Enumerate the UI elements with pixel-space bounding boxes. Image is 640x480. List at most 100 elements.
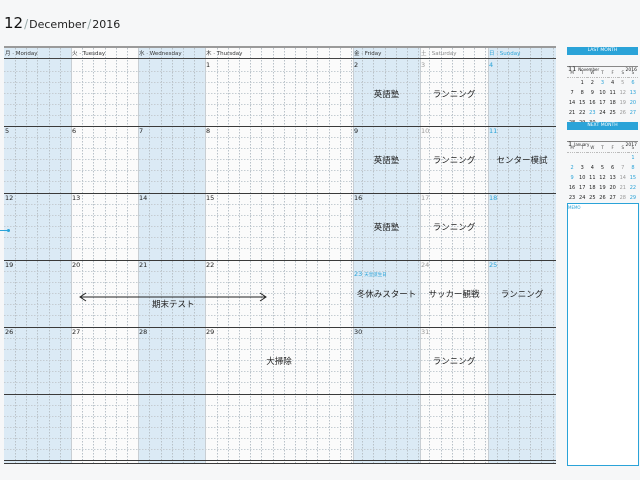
grid-dotted-vline: [351, 48, 352, 464]
day-cell[interactable]: 14: [138, 193, 205, 260]
day-cell[interactable]: 17: [420, 193, 488, 260]
mini-weekday: S: [627, 68, 638, 78]
day-cell[interactable]: 5: [4, 126, 71, 193]
event-label: ランニング: [432, 223, 476, 233]
grid-dotted-hline: [4, 449, 556, 450]
day-cell[interactable]: 1: [205, 60, 353, 127]
day-cell[interactable]: [71, 60, 138, 127]
day-cell[interactable]: 31: [420, 327, 488, 394]
day-cell[interactable]: [4, 394, 71, 461]
header-separator: /: [24, 17, 29, 31]
mini-day: 23: [568, 195, 576, 201]
day-cell[interactable]: 30: [353, 327, 420, 394]
memo-box[interactable]: [567, 203, 639, 466]
grid-dotted-hline: [4, 204, 556, 205]
grid-dotted-vline: [373, 48, 374, 464]
day-cell[interactable]: 10: [420, 126, 488, 193]
header-separator: /: [87, 17, 92, 31]
day-cell[interactable]: 4: [488, 60, 556, 127]
grid-dotted-hline: [4, 226, 556, 227]
mini-day: [567, 78, 577, 89]
day-cell[interactable]: [4, 60, 71, 127]
mini-day: 14: [568, 100, 576, 106]
mini-day: 2: [570, 165, 574, 171]
mini-day: 13: [609, 175, 616, 181]
grid-dotted-vline: [463, 48, 464, 464]
grid-dotted-vline: [306, 48, 307, 464]
mini-day: 14: [619, 175, 626, 181]
day-cell[interactable]: [488, 394, 556, 461]
day-number: 5: [5, 127, 10, 135]
mini-weekday: F: [607, 68, 618, 78]
day-cell[interactable]: [138, 60, 205, 127]
day-cell[interactable]: 28: [138, 327, 205, 394]
day-cell[interactable]: 25: [488, 260, 556, 327]
event-label: 英語塾: [373, 223, 400, 233]
grid-dotted-vline: [26, 48, 27, 464]
day-cell[interactable]: 9: [353, 126, 420, 193]
grid-dotted-hline: [4, 282, 556, 283]
day-cell[interactable]: 21: [138, 260, 205, 327]
day-cell[interactable]: 8: [205, 126, 353, 193]
day-cell[interactable]: 24: [420, 260, 488, 327]
grid-dotted-vline: [407, 48, 408, 464]
grid-dotted-hline: [4, 115, 556, 116]
mini-day: 6: [631, 80, 635, 86]
day-cell[interactable]: [138, 394, 205, 461]
mini-day: 17: [579, 185, 586, 191]
day-cell[interactable]: 19: [4, 260, 71, 327]
day-number: 23: [354, 270, 363, 278]
day-cell[interactable]: 15: [205, 193, 353, 260]
mini-day: 20: [629, 100, 637, 106]
day-cell[interactable]: 13: [71, 193, 138, 260]
grid-dotted-vline: [273, 48, 274, 464]
day-cell[interactable]: [353, 394, 420, 461]
day-cell[interactable]: 2: [353, 60, 420, 127]
day-number: 31: [421, 328, 430, 336]
grid-dotted-vline: [149, 48, 150, 464]
week-row-rule: [4, 260, 556, 261]
day-cell[interactable]: 3: [420, 60, 488, 127]
mini-day: 22: [629, 185, 637, 191]
mini-day: 21: [568, 110, 576, 116]
day-cell[interactable]: 18: [488, 193, 556, 260]
day-number: 21: [139, 261, 148, 269]
memo-label: MEMO: [568, 205, 581, 210]
day-cell[interactable]: 22: [205, 260, 353, 327]
grid-dotted-hline: [4, 293, 556, 294]
grid-dotted-hline: [4, 371, 556, 372]
day-cell[interactable]: [205, 394, 353, 461]
day-cell[interactable]: 12: [4, 193, 71, 260]
day-cell[interactable]: 16: [353, 193, 420, 260]
event-label: サッカー観戦: [428, 290, 480, 300]
day-cell[interactable]: 7: [138, 126, 205, 193]
day-cell[interactable]: 29: [205, 327, 353, 394]
day-cell[interactable]: [488, 327, 556, 394]
mini-day: 8: [631, 165, 635, 171]
day-cell[interactable]: [71, 394, 138, 461]
day-cell[interactable]: 20: [71, 260, 138, 327]
grid-dotted-vline: [239, 48, 240, 464]
mini-day: 24: [599, 110, 606, 116]
grid-dotted-vline: [116, 48, 117, 464]
week-row-rule: [4, 463, 556, 464]
column-divider: [138, 48, 139, 464]
mini-day: 7: [570, 90, 574, 96]
weekday-header-rule: [4, 58, 556, 59]
day-cell[interactable]: 27: [71, 327, 138, 394]
day-cell[interactable]: [420, 394, 488, 461]
mini-day: [577, 153, 587, 164]
day-number: 20: [72, 261, 81, 269]
day-number: 25: [489, 261, 498, 269]
grid-dotted-hline: [4, 349, 556, 350]
day-cell[interactable]: 11: [488, 126, 556, 193]
day-cell[interactable]: 6: [71, 126, 138, 193]
grid-dotted-hline: [4, 181, 556, 182]
column-divider: [205, 48, 206, 464]
mini-day: 17: [599, 100, 606, 106]
day-cell[interactable]: 26: [4, 327, 71, 394]
